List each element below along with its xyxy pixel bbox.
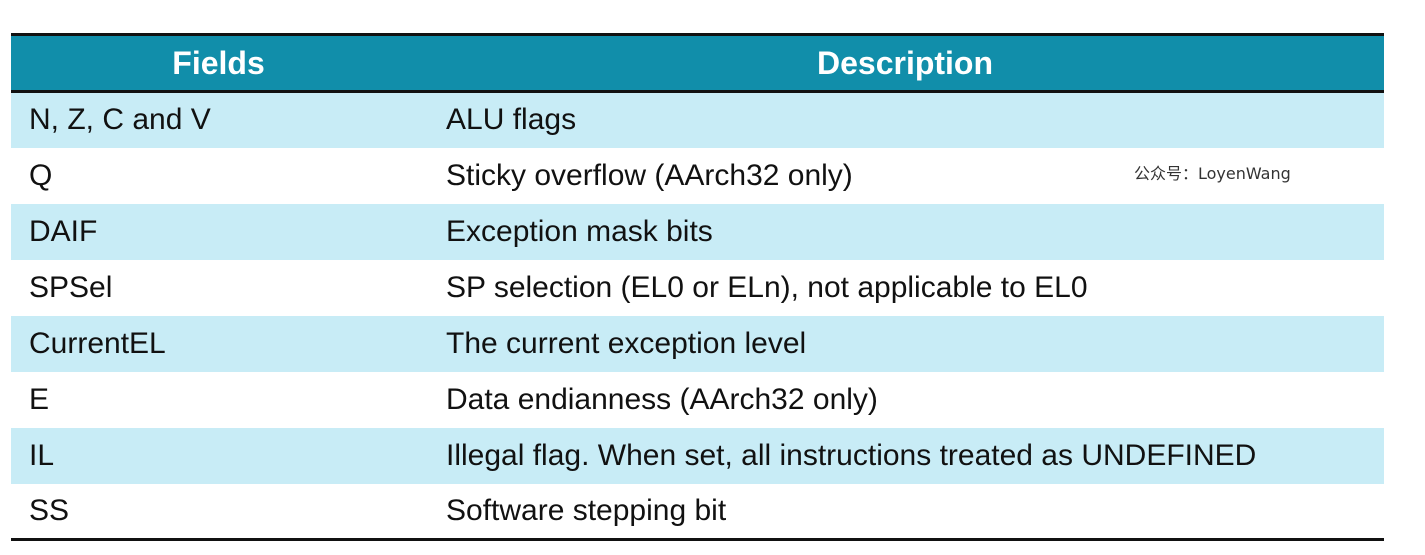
table-row: N, Z, C and V ALU flags: [11, 91, 1384, 148]
table-row: IL Illegal flag. When set, all instructi…: [11, 427, 1384, 484]
fields-table: Fields Description N, Z, C and V ALU fla…: [11, 33, 1384, 541]
header-row: Fields Description: [11, 33, 1384, 93]
table-row: E Data endianness (AArch32 only): [11, 371, 1384, 428]
header-fields: Fields: [11, 33, 426, 93]
field-cell: DAIF: [29, 214, 98, 248]
field-cell: IL: [29, 438, 55, 472]
field-cell: Q: [29, 158, 53, 192]
description-cell: SP selection (EL0 or ELn), not applicabl…: [446, 270, 1088, 304]
description-cell: Sticky overflow (AArch32 only): [446, 158, 853, 192]
field-cell: CurrentEL: [29, 326, 166, 360]
table-header: Fields Description: [11, 33, 1384, 93]
fields-table-container: Fields Description N, Z, C and V ALU fla…: [11, 33, 1384, 541]
description-cell: Exception mask bits: [446, 214, 713, 248]
field-cell: SS: [11, 483, 426, 541]
table-body: N, Z, C and V ALU flags Q Sticky overflo…: [11, 91, 1384, 541]
table-row: SS Software stepping bit: [11, 483, 1384, 541]
header-description: Description: [426, 33, 1384, 93]
table-row: DAIF Exception mask bits: [11, 203, 1384, 260]
table-row: CurrentEL The current exception level: [11, 315, 1384, 372]
field-cell: E: [29, 382, 50, 416]
table-row: Q Sticky overflow (AArch32 only): [11, 147, 1384, 204]
description-cell: The current exception level: [446, 326, 807, 360]
field-cell: N, Z, C and V: [29, 103, 211, 137]
description-cell: Illegal flag. When set, all instructions…: [446, 438, 1257, 472]
watermark-text: 公众号：LoyenWang: [1134, 164, 1291, 183]
description-cell: Data endianness (AArch32 only): [446, 382, 878, 416]
description-cell: ALU flags: [446, 103, 577, 137]
description-cell: Software stepping bit: [426, 483, 1384, 541]
table-row: SPSel SP selection (EL0 or ELn), not app…: [11, 259, 1384, 316]
field-cell: SPSel: [29, 270, 113, 304]
